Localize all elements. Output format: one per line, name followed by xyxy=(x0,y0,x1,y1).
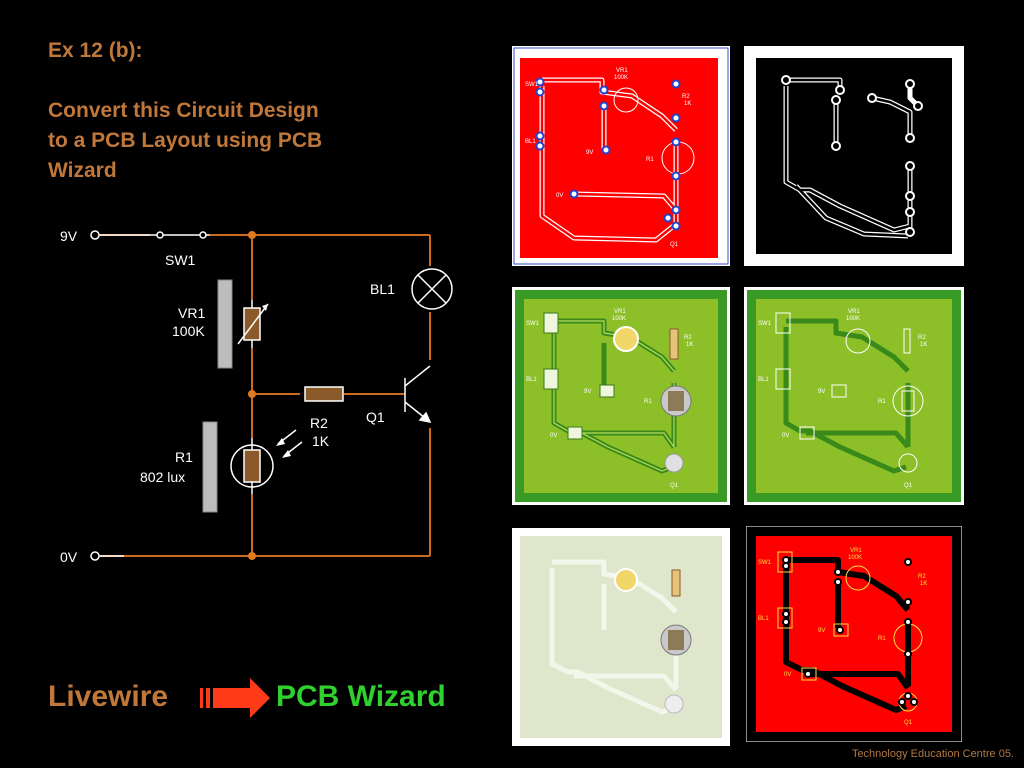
board3-label-vr1-value: 100K xyxy=(612,316,626,322)
board1-label-0v: 0V xyxy=(556,193,563,199)
label-sw1: SW1 xyxy=(165,252,196,268)
label-q1: Q1 xyxy=(366,409,385,425)
board4-label-bl1: BL1 xyxy=(758,377,769,383)
board1-label-vr1-value: 100K xyxy=(614,75,628,81)
board6-label-r2: R2 xyxy=(918,574,926,580)
livewire-label: Livewire xyxy=(48,680,169,713)
pcb-wizard-label: PCB Wizard xyxy=(276,680,446,713)
label-9v: 9V xyxy=(60,228,78,244)
arrow-right-icon xyxy=(200,678,270,718)
board3-label-bl1: BL1 xyxy=(526,377,537,383)
pcb-board-red-silkscreen: SW1 VR1 100K R2 1K BL1 9V R1 0V Q1 xyxy=(746,526,962,742)
pcb-board-red-artwork: SW1 VR1 100K R2 1K BL1 9V R1 0V Q1 xyxy=(512,46,730,266)
board4-label-sw1: SW1 xyxy=(758,321,772,327)
pcb-board-mask-artwork xyxy=(744,46,964,266)
board1-label-r2-value: 1K xyxy=(684,101,691,107)
label-vr1: VR1 xyxy=(178,305,205,321)
pcb-board-pale-view xyxy=(512,528,730,746)
board4-label-vr1-value: 100K xyxy=(846,316,860,322)
board3-label-r2: R2 xyxy=(684,335,692,341)
board1-label-sw1: SW1 xyxy=(525,82,539,88)
board3-label-vr1: VR1 xyxy=(614,309,626,315)
board1-label-9v: 9V xyxy=(586,150,593,156)
instruction-line-1: Convert this Circuit Design xyxy=(48,99,319,122)
board4-label-r1: R1 xyxy=(878,399,886,405)
board6-label-bl1: BL1 xyxy=(758,616,769,622)
board4-label-0v: 0V xyxy=(782,433,789,439)
board1-label-bl1: BL1 xyxy=(525,139,536,145)
board3-label-sw1: SW1 xyxy=(526,321,540,327)
footer-credit: Technology Education Centre 05. xyxy=(851,748,1014,760)
board6-label-9v: 9V xyxy=(818,628,825,634)
lamp-bl1 xyxy=(411,268,453,310)
board6-label-q1: Q1 xyxy=(904,720,913,726)
label-vr1-value: 100K xyxy=(172,323,205,339)
label-bl1: BL1 xyxy=(370,281,395,297)
label-r1: R1 xyxy=(175,449,193,465)
terminal-0v xyxy=(90,551,100,561)
label-r2-value: 1K xyxy=(312,433,330,449)
circuit-schematic: 9V 0V SW1 VR1 100K BL1 R2 1K Q1 xyxy=(60,228,453,565)
label-r1-value: 802 lux xyxy=(140,469,185,485)
board1-label-r1: R1 xyxy=(646,157,654,163)
board4-label-9v: 9V xyxy=(818,389,825,395)
board6-label-vr1: VR1 xyxy=(850,548,862,554)
ldr-r1 xyxy=(202,421,303,513)
board1-label-r2: R2 xyxy=(682,94,690,100)
board4-label-r2: R2 xyxy=(918,335,926,341)
board3-label-9v: 9V xyxy=(584,389,591,395)
terminal-9v xyxy=(90,230,100,240)
slide-title: Ex 12 (b): Convert this Circuit Design t… xyxy=(48,36,408,186)
board6-label-vr1-value: 100K xyxy=(848,555,862,561)
board1-label-vr1: VR1 xyxy=(616,68,628,74)
board3-label-r1: R1 xyxy=(644,399,652,405)
pcb-board-green-outline: SW1 VR1 100K R2 1K BL1 9V R1 0V Q1 xyxy=(744,287,964,505)
board3-label-r2-value: 1K xyxy=(686,342,693,348)
board6-label-0v: 0V xyxy=(784,672,791,678)
pcb-board-green-components: SW1 VR1 100K R2 1K BL1 9V R1 0V Q1 xyxy=(512,287,730,505)
board4-label-vr1: VR1 xyxy=(848,309,860,315)
board1-label-q1: Q1 xyxy=(670,242,679,248)
transistor-q1 xyxy=(404,365,432,424)
board6-label-sw1: SW1 xyxy=(758,560,772,566)
board6-label-r1: R1 xyxy=(878,636,886,642)
conversion-flow: Livewire PCB Wizard xyxy=(48,676,508,720)
label-0v: 0V xyxy=(60,549,78,565)
board4-label-r2-value: 1K xyxy=(920,342,927,348)
instruction-line-3: Wizard xyxy=(48,159,117,182)
switch-sw1 xyxy=(150,231,210,239)
resistor-r2 xyxy=(300,386,344,402)
instruction-line-2: to a PCB Layout using PCB xyxy=(48,129,323,152)
board6-label-r2-value: 1K xyxy=(920,581,927,587)
label-r2: R2 xyxy=(310,415,328,431)
board3-label-0v: 0V xyxy=(550,433,557,439)
exercise-heading: Ex 12 (b): xyxy=(48,39,143,62)
board3-label-q1: Q1 xyxy=(670,483,679,489)
potentiometer-vr1 xyxy=(217,279,269,369)
board4-label-q1: Q1 xyxy=(904,483,913,489)
